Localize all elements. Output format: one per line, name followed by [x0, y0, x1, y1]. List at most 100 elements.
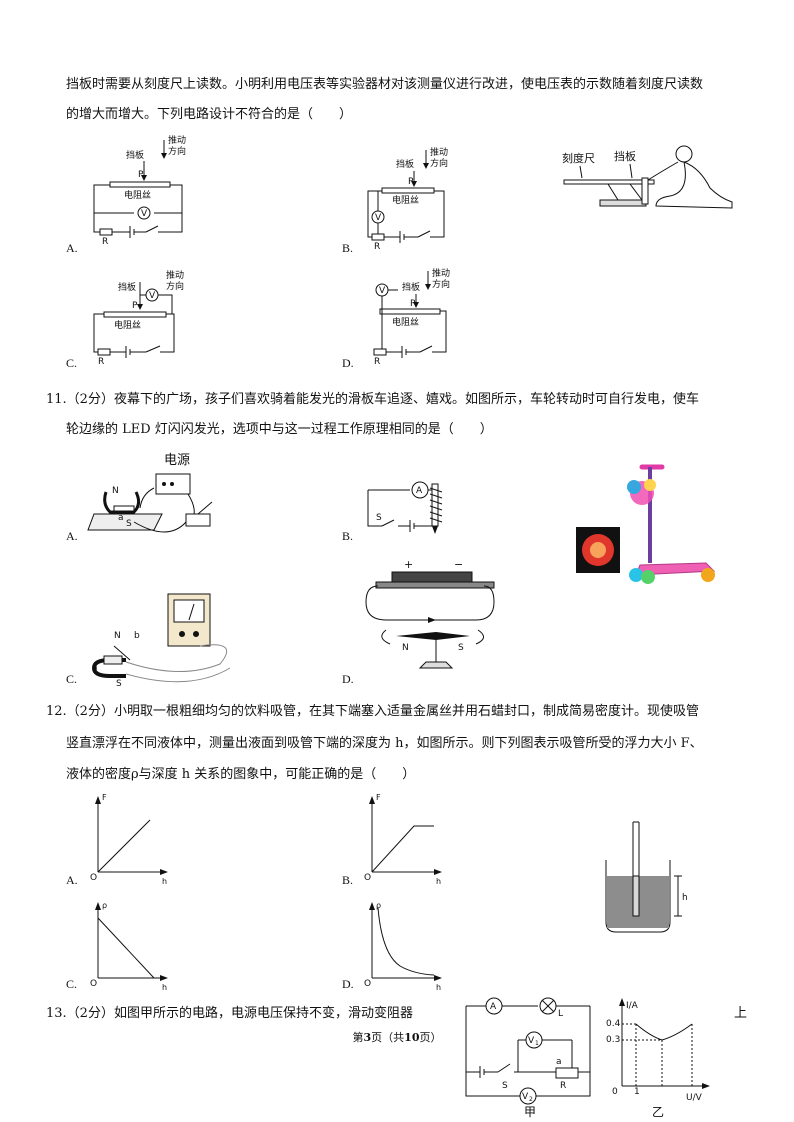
- q12-graph-b: F O h: [364, 793, 442, 886]
- q11-d-n-label: N: [402, 643, 409, 653]
- q13-fig-jia-label: 甲: [524, 1105, 536, 1119]
- q10-c-direction-label: 方向: [166, 280, 184, 292]
- q10-c-push-label: 推动: [166, 269, 184, 281]
- q12-d-rho-axis: ρ: [376, 901, 381, 910]
- q10-c-v-label: V: [149, 291, 156, 301]
- q10-d-r-label: R: [374, 357, 380, 367]
- q12-b-f-axis: F: [376, 793, 381, 802]
- q10-circuit-a: 挡板 推动 方向 P 电阻丝 V R: [93, 134, 186, 247]
- q11-c-a-label: a: [92, 663, 98, 673]
- page-footer: 第3页（共10页）: [0, 1029, 794, 1045]
- q12-d-h-axis: h: [436, 983, 441, 992]
- q12-c-h-axis: h: [162, 983, 167, 992]
- q11-d-s-label: S: [458, 643, 464, 653]
- q10-a-v-label: V: [141, 209, 148, 219]
- q10-a-p-label: P: [138, 170, 144, 180]
- footer-mid: 页（共: [371, 1031, 405, 1044]
- q10-c-r-label: R: [98, 357, 104, 367]
- q13-text-line1: 13.（2分）如图甲所示的电路，电源电压保持不变，滑动变阻器: [46, 1006, 413, 1021]
- q13-x-tick-1: 1: [634, 1087, 640, 1097]
- q10-circuit-c: 挡板 推动 方向 V P 电阻丝 R: [93, 269, 184, 367]
- q10-d-direction-label: 方向: [432, 278, 450, 290]
- q10-c-wire-label: 电阻丝: [114, 319, 141, 331]
- q10-b-baffle-label: 挡板: [396, 158, 414, 170]
- q13-circuit-jia: A L S V 1 a R V 2 甲: [465, 997, 591, 1119]
- q13-v1-label: V: [528, 1036, 535, 1046]
- q11-oersted-figure-d: + − N S: [365, 558, 495, 669]
- q10-d-p-label: P: [410, 299, 416, 309]
- q13-v2-sub: 2: [529, 1096, 533, 1103]
- q13-lamp-label: L: [558, 1009, 563, 1019]
- q10-b-r-label: R: [374, 242, 380, 252]
- q12-a-h-axis: h: [162, 877, 167, 886]
- q10-c-p-label: P: [132, 301, 138, 311]
- q11-a-s-label: S: [126, 519, 132, 529]
- q10-baffle-label: 挡板: [614, 149, 636, 163]
- q11-c-s-label: S: [116, 679, 122, 689]
- q11-a-n-label: N: [112, 486, 119, 496]
- q10-option-d: D.: [342, 356, 354, 370]
- q11-c-b-label: b: [134, 631, 140, 641]
- q10-circuit-d: 挡板 推动 方向 V P 电阻丝 R: [373, 267, 450, 367]
- q13-i-axis-label: I/A: [626, 1001, 639, 1011]
- q12-option-d: D.: [342, 977, 354, 991]
- q11-galvanometer-figure-c: N b a S: [92, 593, 231, 689]
- q10-c-baffle-label: 挡板: [118, 281, 136, 293]
- q11-motor-figure-a: 电源 N S a: [87, 453, 213, 533]
- footer-total-pages: 10: [404, 1031, 420, 1044]
- q12-option-a: A.: [66, 873, 78, 887]
- q13-u-axis-label: U/V: [686, 1093, 703, 1103]
- q12-b-origin: O: [364, 873, 371, 883]
- q10-option-c: C.: [66, 356, 78, 370]
- q11-option-d: D.: [342, 672, 354, 686]
- q12-text-line1: 12.（2分）小明取一根粗细均匀的饮料吸管，在其下端塞入适量金属丝并用石蜡封口，…: [46, 704, 699, 719]
- q10-circuit-b: 挡板 推动 方向 P 电阻丝 V R: [367, 146, 448, 252]
- q10-b-wire-label: 电阻丝: [392, 194, 419, 206]
- q13-origin-label: 0: [612, 1087, 618, 1097]
- q13-v2-label: V: [522, 1092, 529, 1102]
- q11-power-label: 电源: [164, 453, 190, 468]
- q10-ruler-label: 刻度尺: [562, 151, 595, 165]
- q13-y-tick-04: 0.4: [606, 1019, 621, 1029]
- q13-text-tail: 上: [734, 1006, 748, 1021]
- q11-option-c: C.: [66, 672, 78, 686]
- q10-b-direction-label: 方向: [430, 157, 448, 169]
- q10-text-line1: 挡板时需要从刻度尺上读数。小明利用电压表等实验器材对该测量仪进行改进，使电压表的…: [66, 77, 704, 92]
- q11-d-plus-label: +: [404, 558, 413, 571]
- q11-scooter-figure: [576, 464, 716, 584]
- q11-text-line2: 轮边缘的 LED 灯闪闪发光，选项中与这一过程工作原理相同的是（ ）: [66, 422, 493, 437]
- q10-a-wire-label: 电阻丝: [124, 189, 151, 201]
- q13-fig-yi-label: 乙: [652, 1105, 664, 1119]
- footer-prefix: 第: [352, 1031, 364, 1044]
- q11-option-a: A.: [66, 529, 78, 543]
- q10-b-push-label: 推动: [430, 146, 448, 158]
- q11-c-n-label: N: [114, 631, 121, 641]
- q11-a-a-label: a: [118, 513, 124, 523]
- q12-option-b: B.: [342, 873, 354, 887]
- q11-b-s-label: S: [376, 513, 382, 523]
- q10-b-v-label: V: [375, 213, 382, 223]
- q11-text-line1: 11.（2分）夜幕下的广场，孩子们喜欢骑着能发光的滑板车追逐、嬉戏。如图所示，车…: [46, 392, 699, 407]
- q11-ammeter-label: A: [416, 486, 423, 496]
- q12-graph-d: ρ O h: [364, 901, 442, 992]
- q13-switch-label: S: [502, 1081, 508, 1091]
- q12-c-rho-axis: ρ: [102, 901, 107, 910]
- q10-a-baffle-label: 挡板: [126, 149, 144, 161]
- q10-d-v-label: V: [379, 286, 386, 296]
- q12-c-origin: O: [90, 979, 97, 989]
- q12-text-line2: 竖直漂浮在不同液体中，测量出液面到吸管下端的深度为 h，如图所示。则下列图表示吸…: [66, 736, 703, 751]
- q11-option-b: B.: [342, 529, 354, 543]
- q10-a-push-label: 推动: [168, 134, 186, 146]
- q13-y-tick-03: 0.3: [606, 1035, 620, 1045]
- q12-beaker-figure: h: [605, 821, 688, 933]
- q13-ammeter-label: A: [490, 1002, 497, 1012]
- q10-option-b: B.: [342, 241, 354, 255]
- q10-text-line2: 的增大而增大。下列电路设计不符合的是（ ）: [66, 107, 353, 122]
- q12-a-origin: O: [90, 873, 97, 883]
- q12-option-c: C.: [66, 977, 78, 991]
- q12-b-h-axis: h: [436, 877, 441, 886]
- q12-graph-a: F O h: [90, 793, 168, 886]
- q11-d-minus-label: −: [454, 558, 463, 571]
- q13-slider-a-label: a: [556, 1057, 562, 1067]
- footer-suffix: 页）: [419, 1031, 442, 1044]
